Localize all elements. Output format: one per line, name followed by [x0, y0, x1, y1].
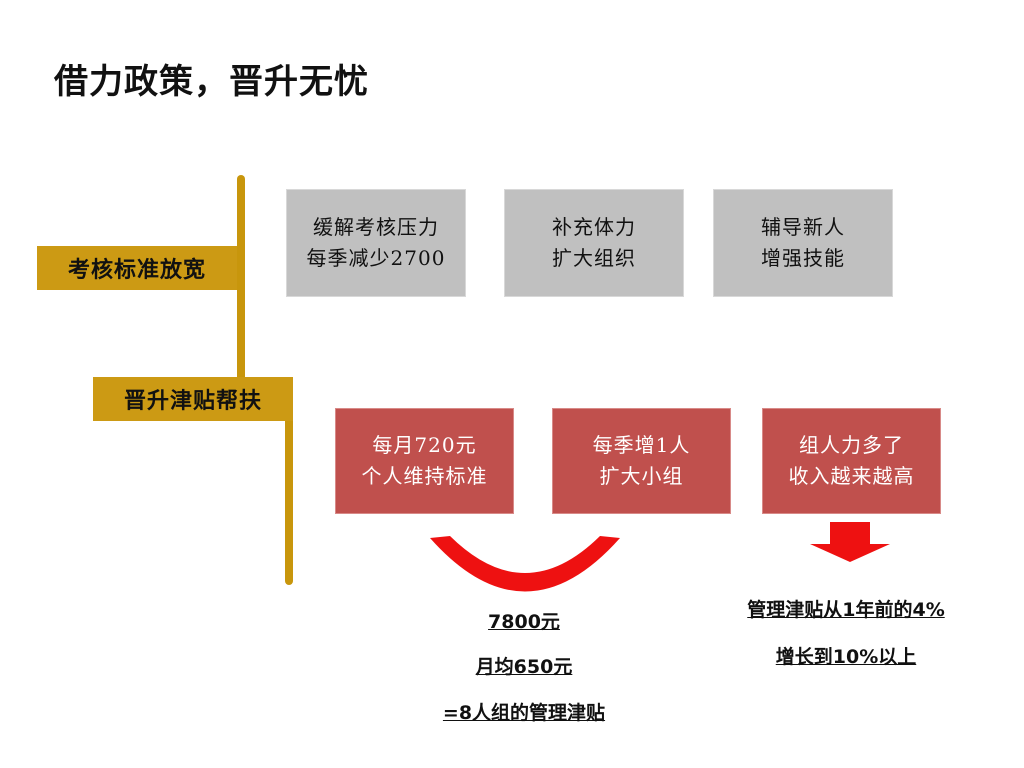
box-line: 每月720元	[372, 433, 477, 457]
branch-label-promotion-allowance: 晋升津贴帮扶	[93, 377, 293, 421]
box-line: 辅导新人	[761, 215, 845, 239]
benefit-box-reduce-pressure: 缓解考核压力 每季减少2700	[286, 189, 466, 297]
note-monthly-average: 月均650元	[475, 656, 573, 678]
benefit-box-quarterly-recruit: 每季增1人 扩大小组	[552, 408, 731, 514]
combine-arc-icon	[430, 536, 620, 592]
connector-line-top	[237, 175, 245, 395]
down-arrow-icon	[810, 522, 890, 562]
note-allowance-before: 管理津贴从1年前的4%	[747, 599, 945, 621]
box-line: 个人维持标准	[361, 464, 488, 488]
box-line: 每季减少2700	[306, 246, 446, 270]
box-line: 增强技能	[761, 246, 845, 270]
note-total-amount: 7800元	[488, 611, 560, 633]
box-line: 组人力多了	[799, 433, 904, 457]
benefit-box-income-growth: 组人力多了 收入越来越高	[762, 408, 941, 514]
box-line: 收入越来越高	[788, 464, 915, 488]
box-line: 缓解考核压力	[313, 215, 439, 239]
note-equivalent-allowance: =8人组的管理津贴	[442, 702, 606, 724]
box-line: 每季增1人	[592, 433, 691, 457]
note-allowance-after: 增长到10%以上	[775, 646, 917, 668]
page-title: 借力政策，晋升无忧	[54, 62, 369, 102]
box-line: 补充体力	[552, 215, 636, 239]
box-line: 扩大组织	[552, 246, 636, 270]
benefit-box-expand-team: 补充体力 扩大组织	[504, 189, 684, 297]
benefit-box-monthly-standard: 每月720元 个人维持标准	[335, 408, 514, 514]
benefit-box-coach-newcomers: 辅导新人 增强技能	[713, 189, 893, 297]
connector-line-bottom	[285, 378, 293, 585]
branch-label-exam-standard: 考核标准放宽	[37, 246, 237, 290]
box-line: 扩大小组	[599, 464, 684, 488]
